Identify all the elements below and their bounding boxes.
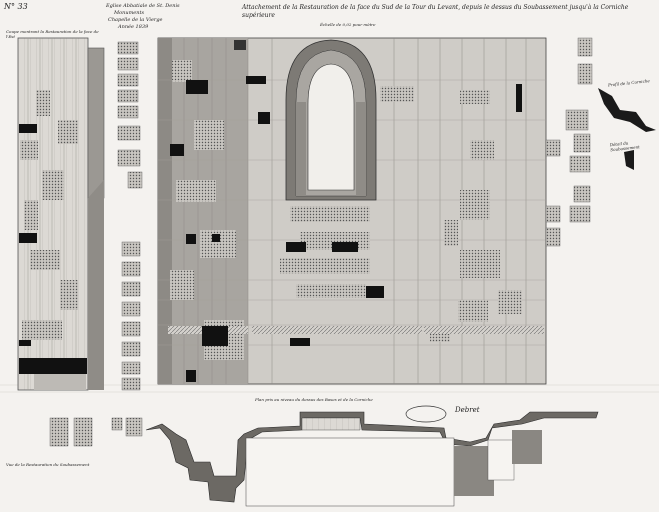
signature-seal xyxy=(405,405,447,423)
header-line-2: Monuments xyxy=(114,10,145,16)
header-line-4: Année 1839 xyxy=(118,24,149,30)
right-stone-samples xyxy=(545,37,593,247)
right-profile-caption: Profil de la Corniche xyxy=(607,78,650,88)
left-elevation-caption: Coupe montrant la Restauration de la fac… xyxy=(6,29,99,39)
small-detail-boxes xyxy=(49,417,143,447)
plan-label: Plan pris au niveau du dessus des Bases … xyxy=(255,397,373,402)
bottom-left-note: Vue de la Restauration du Soubassement xyxy=(6,462,90,467)
header-line-3: Chapelle de la Vierge xyxy=(108,17,163,23)
header-line-1: Eglise Abbatiale de St. Denis xyxy=(106,3,180,9)
left-elevation xyxy=(17,37,105,391)
sheet-title: Attachement de la Restauration de la fac… xyxy=(242,4,629,19)
bottom-notes: Les parties teintées en noir indiquent l… xyxy=(258,448,450,459)
right-detail-caption: Détail du Soubassement xyxy=(609,140,640,153)
stone-samples-column xyxy=(117,41,143,391)
sheet-number: N° 33 xyxy=(4,2,28,11)
signature: Debret xyxy=(455,406,480,414)
sheet-scale: Échelle de 0,02 pour mètre xyxy=(320,22,376,27)
cornice-profile xyxy=(598,88,656,132)
base-profile xyxy=(624,150,634,170)
paper-grid xyxy=(0,384,659,393)
main-elevation xyxy=(157,37,547,385)
